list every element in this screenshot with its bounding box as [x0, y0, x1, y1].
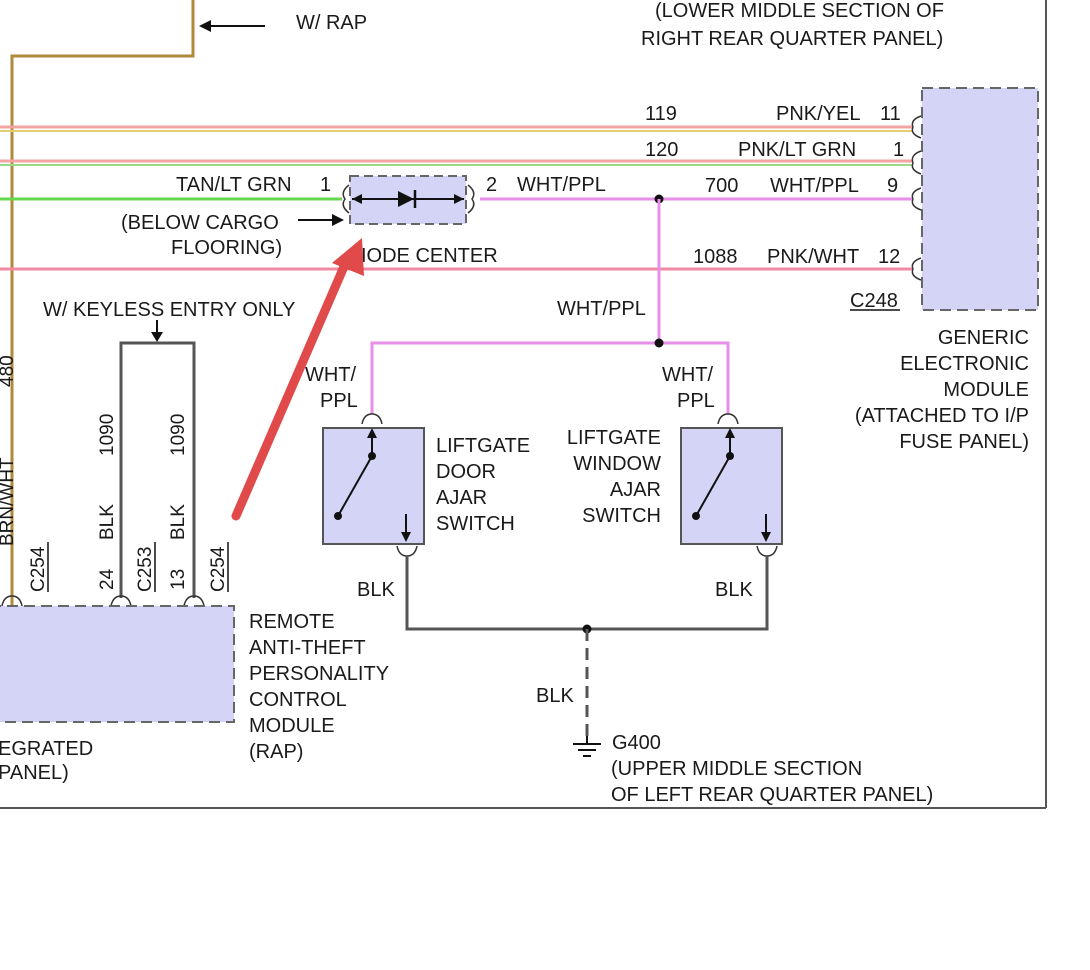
vert-13-label: 13 — [168, 569, 189, 590]
c248-label: C248 — [850, 290, 898, 312]
gem-label-line4: (ATTACHED TO I/P — [855, 405, 1029, 427]
window-ajar-label-line1: LIFTGATE — [567, 427, 661, 449]
wht-ppl-left-line1: WHT/ — [305, 364, 357, 386]
rap-label-line6: (RAP) — [249, 741, 303, 763]
vert-1090-right-label: 1090 — [168, 414, 189, 456]
wire-119-pnk-yel — [0, 125, 912, 132]
wire-1090-blk-loop — [119, 341, 196, 598]
door-ajar-label-line4: SWITCH — [436, 513, 515, 535]
circuit-120-label: 120 — [645, 139, 678, 161]
liftgate-door-ajar-switch — [322, 427, 425, 545]
wht-ppl-left-line2: PPL — [320, 390, 358, 412]
vert-c254-right-label: C254 — [208, 546, 229, 592]
window-ajar-label-line3: AJAR — [610, 479, 661, 501]
rap-label-line1: REMOTE — [249, 611, 335, 633]
diode-symbol-icon — [352, 190, 464, 208]
door-switch-symbol-icon — [334, 428, 411, 542]
wire-120-pnk-lt-grn — [0, 159, 912, 166]
door-ajar-label-line2: DOOR — [436, 461, 496, 483]
rap-connector-hooks — [1, 595, 205, 607]
g400-label: G400 — [612, 732, 661, 754]
rap-label-line2: ANTI-THEFT — [249, 637, 366, 659]
circuit-700-label: 700 — [705, 175, 738, 197]
rap-label-line5: MODULE — [249, 715, 335, 737]
rap-label-line4: CONTROL — [249, 689, 347, 711]
vert-blk-left-label: BLK — [97, 504, 118, 540]
vert-480-label: 480 — [0, 355, 18, 387]
vert-c253-label: C253 — [135, 547, 156, 592]
wht-ppl-right-line2: PPL — [677, 390, 715, 412]
annotation-arrow — [231, 238, 364, 521]
vert-1090-left-label: 1090 — [97, 414, 118, 456]
diode-center-label: IODE CENTER — [361, 245, 498, 267]
door-switch-bottom-hook — [396, 545, 418, 557]
g400-location-line1: (UPPER MIDDLE SECTION — [611, 758, 862, 780]
pin-1-gem-label: 1 — [893, 139, 904, 161]
gem-label-line1: GENERIC — [938, 327, 1029, 349]
circuit-119-label: 119 — [645, 103, 677, 125]
window-switch-top-hook — [717, 413, 739, 425]
gem-label-line5: FUSE PANEL) — [899, 431, 1029, 453]
window-switch-symbol-icon — [692, 428, 771, 542]
window-switch-bottom-hook — [756, 545, 778, 557]
keyless-entry-arrow — [151, 320, 163, 342]
gem-connector-hooks — [911, 115, 922, 281]
color-pnk-wht-label: PNK/WHT — [767, 246, 859, 268]
keyless-entry-label: W/ KEYLESS ENTRY ONLY — [43, 299, 295, 321]
vert-c254-left-label: C254 — [28, 546, 49, 592]
color-tan-lt-grn-label: TAN/LT GRN — [176, 174, 292, 196]
w-rap-label: W/ RAP — [296, 12, 367, 34]
pin-2-diode-label: 2 — [486, 174, 497, 196]
wire-wht-ppl-branch — [370, 341, 730, 414]
wire-blk-ground-bus — [405, 556, 769, 631]
door-ajar-label-line1: LIFTGATE — [436, 435, 530, 457]
pin-11-label: 11 — [880, 103, 901, 125]
pin-12-label: 12 — [878, 246, 900, 268]
door-switch-top-hook — [361, 413, 383, 425]
below-cargo-line2: FLOORING) — [171, 237, 282, 259]
pin-1-diode-label: 1 — [320, 174, 331, 196]
ground-icon — [573, 736, 601, 757]
blk-window-label: BLK — [715, 579, 753, 601]
rap-label-line3: PERSONALITY — [249, 663, 389, 685]
rap-module — [0, 605, 235, 723]
color-pnk-yel-label: PNK/YEL — [776, 103, 860, 125]
color-pnk-lt-grn-label: PNK/LT GRN — [738, 139, 856, 161]
vert-24-label: 24 — [97, 568, 118, 590]
w-rap-arrow — [199, 20, 265, 32]
splice-lower — [654, 338, 664, 348]
below-cargo-line1: (BELOW CARGO — [121, 212, 279, 234]
color-wht-ppl-diode-label: WHT/PPL — [517, 174, 606, 196]
top-location-line2: RIGHT REAR QUARTER PANEL) — [641, 28, 943, 50]
below-cargo-arrow — [298, 214, 344, 226]
integrated-label-line2: PANEL) — [0, 762, 69, 784]
integrated-label-line1: EGRATED — [0, 738, 93, 760]
door-ajar-label-line3: AJAR — [436, 487, 487, 509]
wht-ppl-right-line1: WHT/ — [662, 364, 714, 386]
gem-label-line3: MODULE — [943, 379, 1029, 401]
color-wht-ppl-gem-label: WHT/PPL — [770, 175, 859, 197]
window-ajar-label-line4: SWITCH — [582, 505, 661, 527]
blk-door-label: BLK — [357, 579, 395, 601]
gem-label-line2: ELECTRONIC — [900, 353, 1029, 375]
wht-ppl-mid-label: WHT/PPL — [557, 298, 646, 320]
wire-brn-wht — [10, 0, 195, 605]
generic-electronic-module — [921, 87, 1039, 311]
window-ajar-label-line2: WINDOW — [573, 453, 661, 475]
vert-brn-wht-label: BRN/WHT — [0, 457, 18, 546]
g400-location-line2: OF LEFT REAR QUARTER PANEL) — [611, 784, 933, 806]
top-location-line1: (LOWER MIDDLE SECTION OF — [655, 0, 944, 22]
vert-blk-right-label: BLK — [168, 504, 189, 540]
blk-ground-label: BLK — [536, 685, 574, 707]
circuit-1088-label: 1088 — [693, 246, 738, 268]
pin-9-label: 9 — [887, 175, 898, 197]
